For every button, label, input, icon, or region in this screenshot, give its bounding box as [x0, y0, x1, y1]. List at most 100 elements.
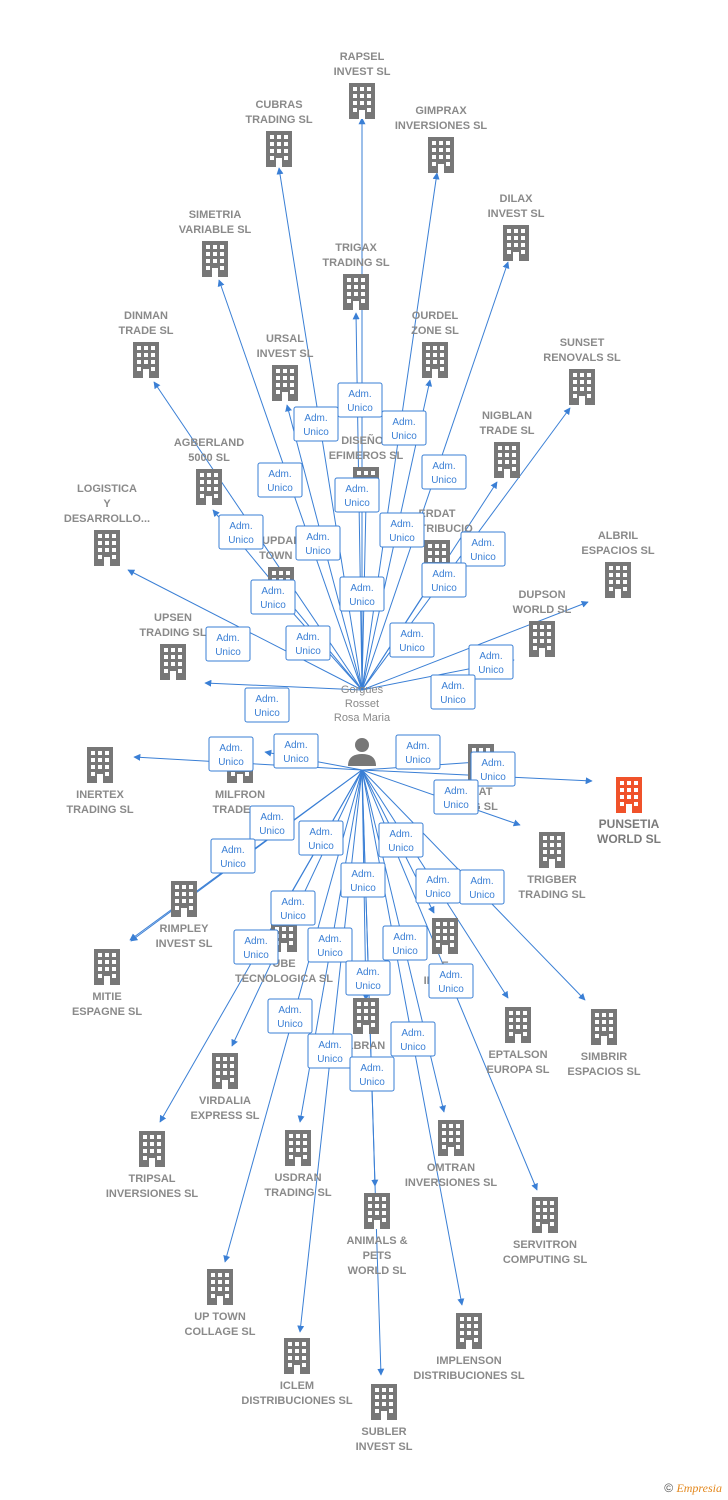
brand-name[interactable]: Empresia — [676, 1481, 722, 1495]
role-badge-0[interactable]: Adm.Unico — [337, 382, 383, 418]
role-badge-35[interactable]: Adm.Unico — [345, 960, 391, 996]
company-label-line: OMTRAN — [427, 1162, 475, 1174]
role-badge-21[interactable]: Adm.Unico — [395, 734, 441, 770]
role-badge-15[interactable]: Adm.Unico — [389, 622, 435, 658]
role-badge-text: Unico — [259, 826, 285, 837]
role-badge-39[interactable]: Adm.Unico — [307, 1033, 353, 1069]
company-label-line: COMPUTING SL — [503, 1254, 588, 1266]
company-label-line: INVEST SL — [488, 208, 545, 220]
role-badge-4[interactable]: Adm.Unico — [257, 462, 303, 498]
role-badge-9[interactable]: Adm.Unico — [460, 531, 506, 567]
role-badge-16[interactable]: Adm.Unico — [468, 644, 514, 680]
person-node[interactable]: Gorgues Rosset Rosa Maria — [334, 684, 391, 766]
role-badge-box — [208, 736, 254, 772]
role-badge-5[interactable]: Adm.Unico — [334, 477, 380, 513]
role-badge-10[interactable]: Adm.Unico — [250, 579, 296, 615]
role-badge-40[interactable]: Adm.Unico — [349, 1056, 395, 1092]
role-badge-text: Unico — [295, 646, 321, 657]
company-label-line: WORLD SL — [597, 832, 661, 846]
role-badge-37[interactable]: Adm.Unico — [267, 998, 313, 1034]
role-badge-12[interactable]: Adm.Unico — [339, 576, 385, 612]
company-label-line: TRADE SL — [480, 425, 535, 437]
role-badge-box — [298, 820, 344, 856]
role-badge-14[interactable]: Adm.Unico — [205, 626, 251, 662]
role-badge-32[interactable]: Adm.Unico — [233, 929, 279, 965]
role-badge-22[interactable]: Adm.Unico — [470, 751, 516, 787]
role-badge-text: Adm. — [392, 417, 415, 428]
role-badge-2[interactable]: Adm.Unico — [381, 410, 427, 446]
building-icon — [422, 342, 448, 378]
role-badge-20[interactable]: Adm.Unico — [273, 733, 319, 769]
role-badge-text: Adm. — [221, 845, 244, 856]
role-badge-25[interactable]: Adm.Unico — [298, 820, 344, 856]
building-icon — [207, 1269, 233, 1305]
company-label-line: TOWN S — [259, 550, 303, 562]
role-badge-28[interactable]: Adm.Unico — [340, 862, 386, 898]
role-badge-17[interactable]: Adm.Unico — [430, 674, 476, 710]
role-badge-1[interactable]: Adm.Unico — [293, 406, 339, 442]
role-badge-29[interactable]: Adm.Unico — [415, 868, 461, 904]
role-badge-30[interactable]: Adm.Unico — [459, 869, 505, 905]
company-label-line: EFIMEROS SL — [329, 450, 404, 462]
role-badge-6[interactable]: Adm.Unico — [218, 514, 264, 550]
role-badge-text: Unico — [438, 984, 464, 995]
role-badge-27[interactable]: Adm.Unico — [210, 838, 256, 874]
role-badge-26[interactable]: Adm.Unico — [378, 822, 424, 858]
role-badge-box — [337, 382, 383, 418]
role-badge-11[interactable]: Adm.Unico — [421, 562, 467, 598]
role-badge-3[interactable]: Adm.Unico — [421, 454, 467, 490]
role-badge-19[interactable]: Adm.Unico — [208, 736, 254, 772]
role-badge-38[interactable]: Adm.Unico — [390, 1021, 436, 1057]
role-badge-31[interactable]: Adm.Unico — [270, 890, 316, 926]
company-label-line: INVEST SL — [257, 348, 314, 360]
role-badge-18[interactable]: Adm.Unico — [244, 687, 290, 723]
role-badge-13[interactable]: Adm.Unico — [285, 625, 331, 661]
role-badge-8[interactable]: Adm.Unico — [295, 525, 341, 561]
role-badge-23[interactable]: Adm.Unico — [433, 779, 479, 815]
company-node-logistica[interactable]: LOGISTICAYDESARROLLO... — [64, 483, 150, 566]
role-badge-24[interactable]: Adm.Unico — [249, 805, 295, 841]
role-badge-33[interactable]: Adm.Unico — [307, 927, 353, 963]
role-badge-7[interactable]: Adm.Unico — [379, 512, 425, 548]
role-badge-text: Unico — [347, 403, 373, 414]
role-badge-box — [468, 644, 514, 680]
company-label-line: EXPRESS SL — [190, 1110, 259, 1122]
role-badge-34[interactable]: Adm.Unico — [382, 925, 428, 961]
role-badge-36[interactable]: Adm.Unico — [428, 963, 474, 999]
